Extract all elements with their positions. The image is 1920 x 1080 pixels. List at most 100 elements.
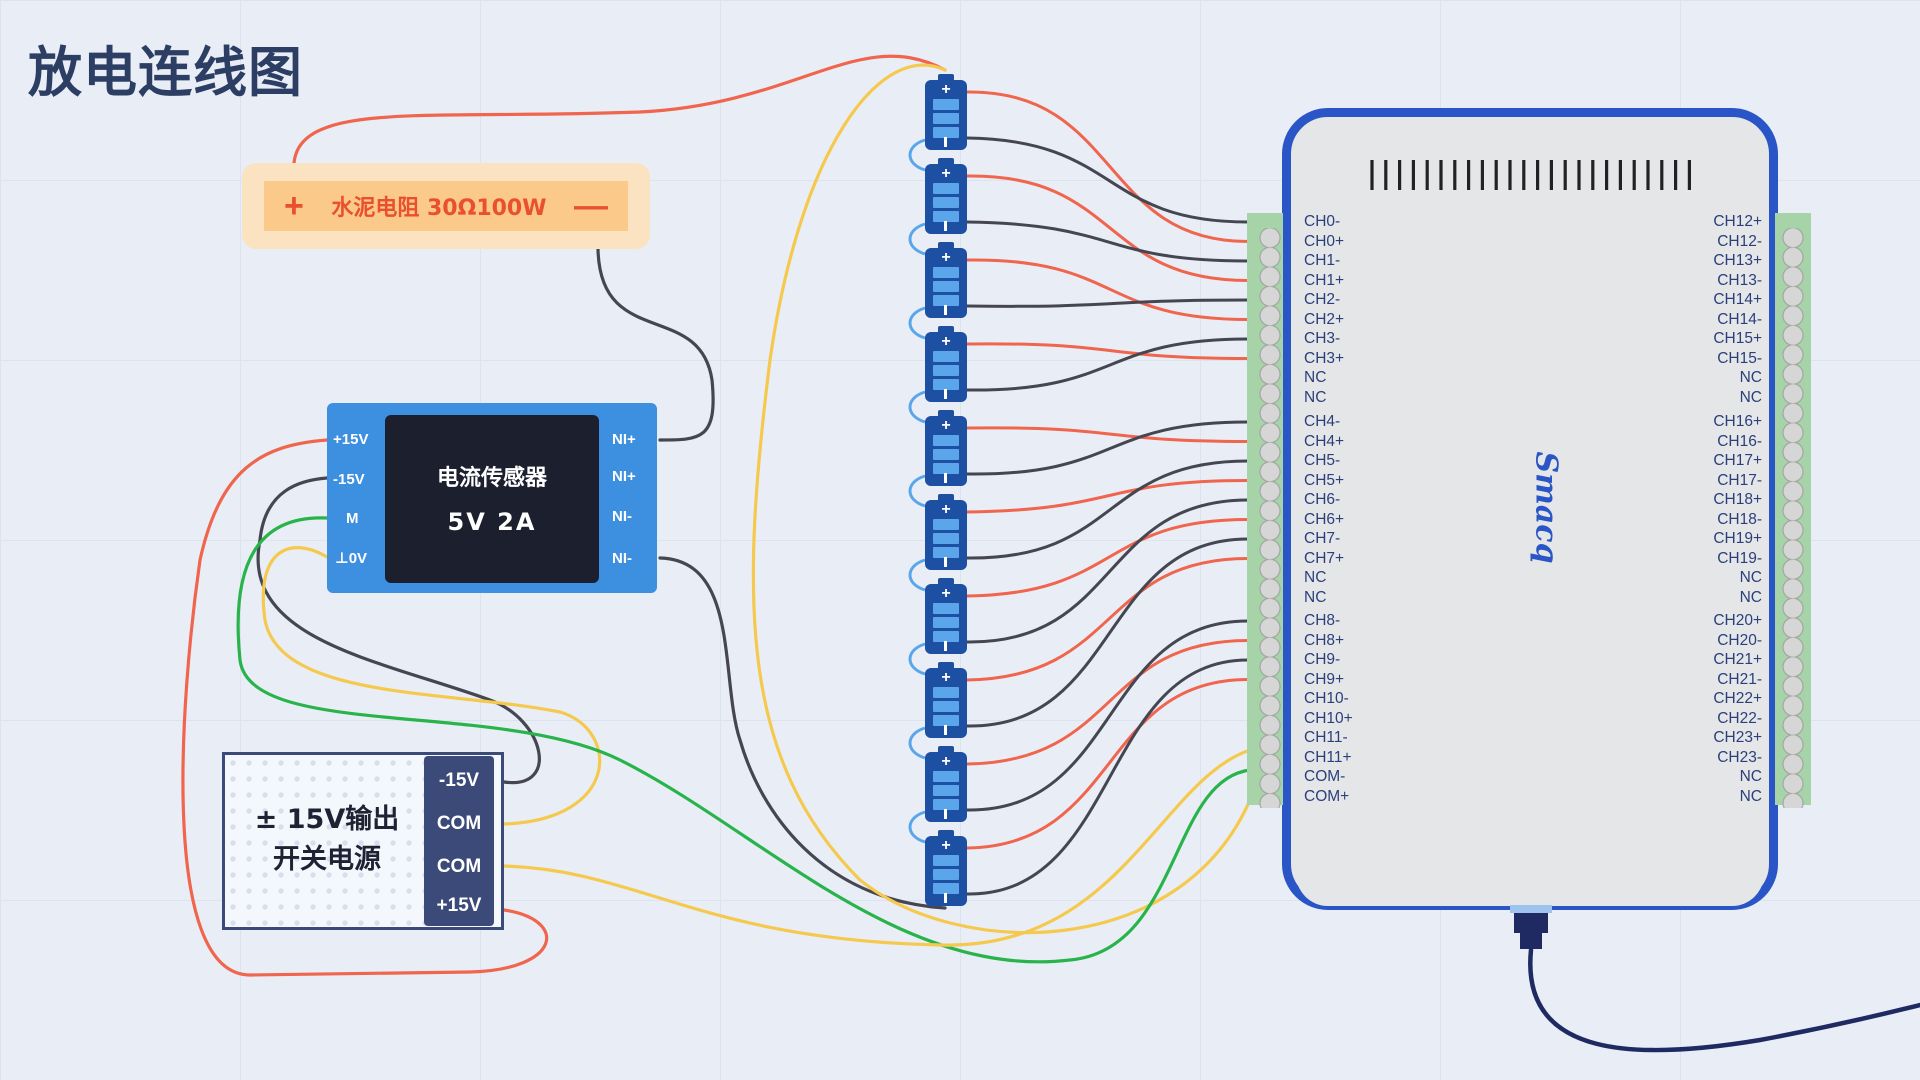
sensor-pin-ni-plus-2: NI+ bbox=[612, 468, 636, 485]
daq-left-label-1: CH0+ bbox=[1304, 232, 1345, 250]
sensor-pin-ni-minus-1: NI- bbox=[612, 508, 632, 525]
daq-left-label-23: CH9+ bbox=[1304, 670, 1345, 688]
daq-left-label-0: CH0- bbox=[1304, 213, 1341, 230]
daq-right-label-11: CH16- bbox=[1717, 432, 1762, 450]
wire-battery-4-plus bbox=[965, 342, 1250, 360]
daq-left-label-7: CH3+ bbox=[1304, 349, 1345, 367]
wire-battery-10-minus bbox=[965, 658, 1250, 896]
resistor-plus-terminal: + bbox=[284, 187, 304, 225]
daq-right-label-2: CH13+ bbox=[1713, 252, 1762, 269]
daq-left-label-6: CH3- bbox=[1304, 330, 1341, 347]
wire-battery-6-plus bbox=[965, 479, 1250, 514]
battery-link-4 bbox=[908, 390, 926, 424]
daq-right-label-20: CH20+ bbox=[1713, 612, 1762, 629]
battery-link-1 bbox=[908, 138, 926, 172]
daq-left-label-4: CH2- bbox=[1304, 291, 1341, 308]
wire-battery-7-minus bbox=[965, 498, 1250, 644]
daq-right-label-14: CH18+ bbox=[1713, 491, 1762, 508]
wire-sensor-to-battery bbox=[658, 556, 947, 910]
daq-right-screw-row bbox=[1781, 228, 1805, 808]
daq-right-label-29: NC bbox=[1739, 787, 1762, 805]
daq-left-label-3: CH1+ bbox=[1304, 271, 1345, 289]
daq-right-label-21: CH20- bbox=[1717, 631, 1762, 649]
daq-right-label-26: CH23+ bbox=[1713, 729, 1762, 746]
psu-terminal-plus15v: +15V bbox=[436, 895, 482, 916]
battery-cell-4: + bbox=[925, 326, 967, 402]
daq-left-label-15: CH6+ bbox=[1304, 510, 1345, 528]
wire-battery-8-plus bbox=[965, 557, 1250, 682]
wire-resistor-to-sensor bbox=[596, 247, 715, 442]
daq-right-label-7: CH15- bbox=[1717, 349, 1762, 367]
daq-left-label-8: NC bbox=[1304, 369, 1327, 386]
daq-left-label-25: CH10+ bbox=[1304, 709, 1353, 727]
wire-battery-10-plus bbox=[965, 678, 1250, 850]
daq-right-label-25: CH22- bbox=[1717, 709, 1762, 727]
wire-battery-1-minus bbox=[965, 136, 1250, 224]
daq-left-label-24: CH10- bbox=[1304, 690, 1349, 707]
battery-cell-1: + bbox=[925, 74, 967, 150]
daq-left-label-22: CH9- bbox=[1304, 651, 1341, 668]
wire-battery-9-plus bbox=[965, 639, 1250, 766]
power-supply-line2: 开关电源 bbox=[273, 844, 381, 875]
current-sensor-core: 电流传感器 5V 2A bbox=[385, 415, 599, 583]
wire-battery-5-minus bbox=[965, 420, 1250, 476]
daq-left-label-13: CH5+ bbox=[1304, 471, 1345, 489]
daq-right-label-10: CH16+ bbox=[1713, 413, 1762, 430]
wire-battery-8-minus bbox=[965, 537, 1250, 728]
sensor-spec: 5V 2A bbox=[447, 508, 537, 536]
daq-left-label-16: CH7- bbox=[1304, 530, 1341, 547]
daq-right-label-23: CH21- bbox=[1717, 670, 1762, 688]
psu-terminal-com-1: COM bbox=[436, 813, 482, 834]
battery-cell-5: + bbox=[925, 410, 967, 486]
daq-right-label-13: CH17- bbox=[1717, 471, 1762, 489]
daq-right-label-19: NC bbox=[1739, 588, 1762, 606]
wire-battery-9-minus bbox=[965, 619, 1250, 812]
daq-right-label-28: NC bbox=[1739, 768, 1762, 785]
wire-battery-6-minus bbox=[965, 459, 1250, 560]
daq-right-label-24: CH22+ bbox=[1713, 690, 1762, 707]
daq-left-screw-row bbox=[1258, 228, 1282, 808]
daq-left-label-17: CH7+ bbox=[1304, 549, 1345, 567]
battery-cell-8: + bbox=[925, 662, 967, 738]
usb-cable bbox=[1528, 947, 1920, 1053]
wire-psu-com1 bbox=[261, 546, 602, 826]
wire-battery-7-plus bbox=[965, 518, 1250, 598]
daq-left-label-21: CH8+ bbox=[1304, 631, 1345, 649]
daq-right-label-1: CH12- bbox=[1717, 232, 1762, 250]
daq-right-label-17: CH19- bbox=[1717, 549, 1762, 567]
battery-link-2 bbox=[908, 222, 926, 256]
page-title: 放电连线图 bbox=[28, 41, 303, 104]
daq-right-label-22: CH21+ bbox=[1713, 651, 1762, 668]
power-supply-terminal-block bbox=[424, 756, 494, 926]
battery-link-5 bbox=[908, 474, 926, 508]
daq-right-label-15: CH18- bbox=[1717, 510, 1762, 528]
daq-left-label-5: CH2+ bbox=[1304, 310, 1345, 328]
wire-resistor-to-battery bbox=[292, 54, 947, 165]
sensor-pin-0v: ⊥0V bbox=[335, 550, 368, 567]
wire-battery-2-minus bbox=[965, 220, 1250, 263]
wire-battery-3-plus bbox=[965, 258, 1250, 321]
power-supply-label: ± 15V输出 开关电源 bbox=[232, 800, 422, 880]
battery-link-9 bbox=[908, 810, 926, 844]
daq-left-label-2: CH1- bbox=[1304, 252, 1341, 269]
daq-right-label-3: CH13- bbox=[1717, 271, 1762, 289]
daq-left-label-11: CH4+ bbox=[1304, 432, 1345, 450]
wire-battery-5-plus bbox=[965, 426, 1250, 443]
daq-right-label-6: CH15+ bbox=[1713, 330, 1762, 347]
sensor-name: 电流传感器 bbox=[436, 466, 547, 491]
sensor-pin-plus15v: +15V bbox=[333, 431, 369, 448]
cement-resistor: + 水泥电阻 30Ω100W — bbox=[264, 181, 628, 231]
battery-link-3 bbox=[908, 306, 926, 340]
daq-body bbox=[1296, 120, 1764, 906]
daq-right-label-0: CH12+ bbox=[1713, 213, 1762, 230]
daq-right-label-12: CH17+ bbox=[1713, 452, 1762, 469]
battery-cell-6: + bbox=[925, 494, 967, 570]
wire-yellow-top bbox=[751, 63, 1252, 935]
daq-brand-logo: Smacq bbox=[1528, 451, 1564, 564]
battery-cell-3: + bbox=[925, 242, 967, 318]
daq-left-label-9: NC bbox=[1304, 388, 1327, 406]
battery-cell-9: + bbox=[925, 746, 967, 822]
daq-right-label-4: CH14+ bbox=[1713, 291, 1762, 308]
battery-link-8 bbox=[908, 726, 926, 760]
